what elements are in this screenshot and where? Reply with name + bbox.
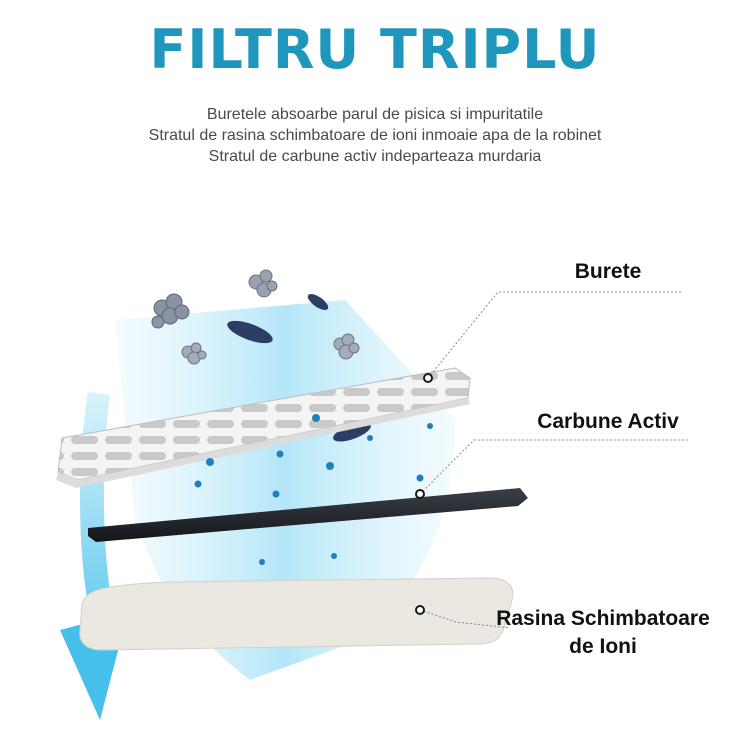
dust-particle-icon [181, 342, 207, 365]
carbon-layer [88, 488, 528, 542]
description: Buretele absoarbe parul de pisica si imp… [0, 104, 750, 167]
dust-particle-icon [248, 269, 278, 298]
sponge-layer [56, 367, 471, 488]
callout-markers [415, 373, 433, 615]
dust-particle-icon [151, 293, 190, 329]
water-droplets [194, 414, 433, 565]
description-line-1: Buretele absoarbe parul de pisica si imp… [206, 106, 544, 123]
carbon-label: Carbune Activ [537, 410, 679, 433]
callout-lines [419, 291, 688, 629]
resin-label-line-1: Rasina Schimbatoare [496, 607, 710, 630]
resin-label-line-2: de Ioni [569, 635, 637, 658]
resin-layer [79, 577, 514, 651]
page-title: FILTRU TRIPLU [149, 18, 601, 81]
description-line-2: Stratul de rasina schimbatoare de ioni i… [148, 127, 602, 144]
description-line-3: Stratul de carbune activ indeparteaza mu… [208, 148, 542, 165]
resin-label: Rasina Schimbatoare de Ioni [478, 605, 728, 661]
dust-particle-icon [333, 333, 360, 360]
sponge-label: Burete [574, 260, 642, 283]
